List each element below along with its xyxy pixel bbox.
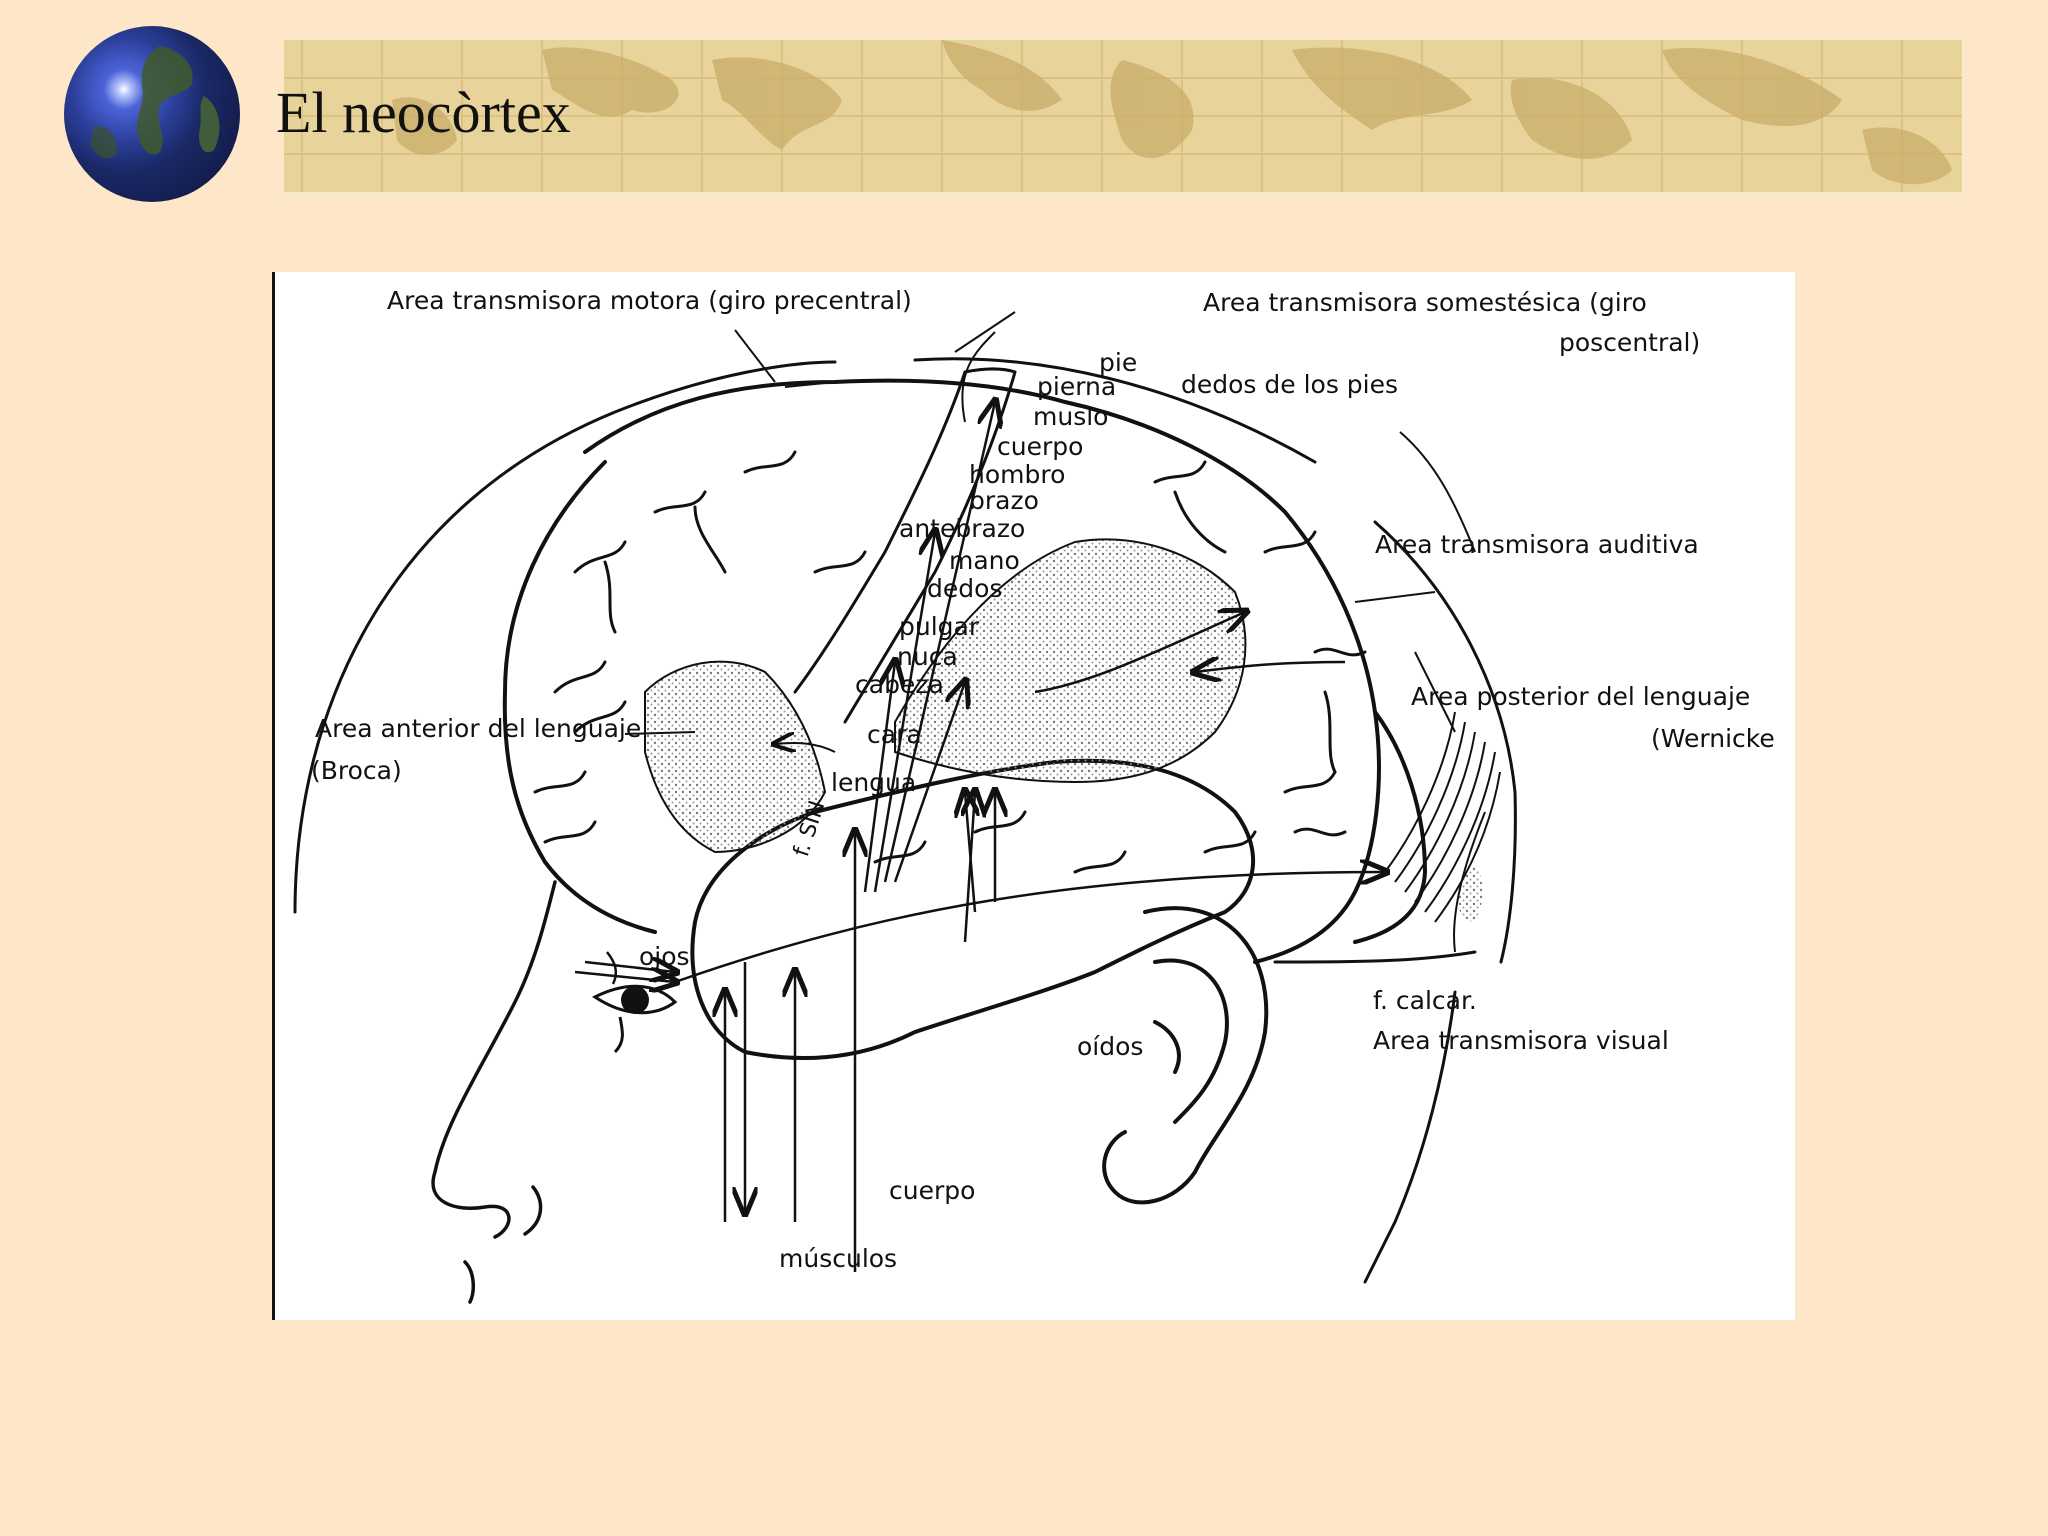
- wernicke-area: [894, 538, 1247, 784]
- label-pulgar: pulgar: [899, 612, 980, 641]
- eye-drawing: [592, 951, 678, 1054]
- page-title: El neocòrtex: [276, 80, 571, 145]
- calcarine-area: [1457, 862, 1483, 922]
- label-cabeza: cabeza: [855, 670, 944, 699]
- label-visual-area: Area transmisora visual: [1373, 1026, 1669, 1055]
- diagram-drawing: [293, 311, 1517, 1304]
- label-somatosensory-area: Area transmisora somestésica (giro: [1203, 288, 1647, 317]
- label-motor-area: Area transmisora motora (giro precentral…: [387, 286, 912, 315]
- label-posterior-language-area: Area posterior del lenguaje: [1411, 682, 1751, 711]
- label-oidos: oídos: [1077, 1032, 1144, 1061]
- ear-drawing: [1102, 906, 1269, 1205]
- label-somatosensory-area-cont: poscentral): [1559, 328, 1701, 357]
- label-pierna: pierna: [1037, 372, 1117, 401]
- label-lengua: lengua: [831, 768, 917, 797]
- label-dedos: dedos: [927, 574, 1003, 603]
- label-cara: cara: [867, 720, 922, 749]
- label-hombro: hombro: [969, 460, 1066, 489]
- broca-area: [644, 660, 827, 854]
- title-banner: [240, 38, 1964, 194]
- label-antebrazo: antebrazo: [899, 514, 1026, 543]
- label-cuerpo-top: cuerpo: [997, 432, 1084, 461]
- label-auditory-area: Area transmisora auditiva: [1375, 530, 1699, 559]
- label-nuca: nuca: [897, 642, 958, 671]
- globe-icon: [64, 26, 240, 202]
- label-dedos-pies: dedos de los pies: [1181, 370, 1399, 399]
- label-cuerpo-bottom: cuerpo: [889, 1176, 976, 1205]
- neocortex-diagram: Area transmisora motora (giro precentral…: [272, 272, 1795, 1320]
- label-musculos: músculos: [779, 1244, 898, 1273]
- label-pie: pie: [1099, 348, 1138, 377]
- globe-mask: [232, 38, 284, 194]
- label-f-calcar: f. calcar.: [1373, 986, 1477, 1015]
- label-broca: (Broca): [311, 756, 402, 785]
- label-ojos: ojos: [639, 942, 690, 971]
- label-anterior-language-area: Area anterior del lenguaje: [315, 714, 642, 743]
- label-brazo: brazo: [969, 486, 1039, 515]
- label-mano: mano: [949, 546, 1020, 575]
- label-wernicke: (Wernicke: [1651, 724, 1775, 753]
- world-map-texture: [242, 40, 1962, 192]
- label-muslo: muslo: [1033, 402, 1109, 431]
